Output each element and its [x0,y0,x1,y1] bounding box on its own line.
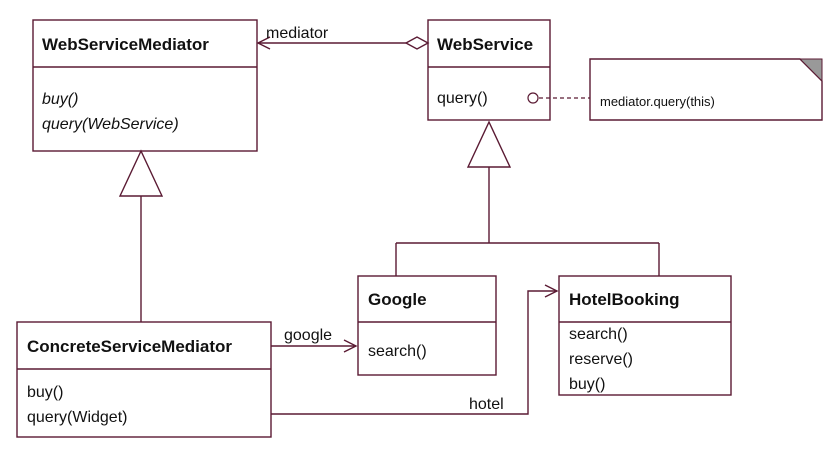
note-anchor-circle [527,92,539,104]
generalization-triangle [118,149,164,197]
arrow-head [343,339,358,353]
class-name: WebServiceMediator [42,35,209,54]
role-label: mediator [266,25,329,42]
generalization-triangle [466,120,512,168]
class-name: ConcreteServiceMediator [27,337,232,356]
method-search: search() [569,326,628,343]
class-concrete-service-mediator: ConcreteServiceMediator buy() query(Widg… [16,321,272,438]
class-name: HotelBooking [569,290,680,309]
role-label: google [284,327,332,344]
class-web-service: WebService query() [427,19,551,121]
arrow-head [544,284,559,298]
class-google: Google search() [357,275,497,376]
method-search: search() [368,343,427,360]
class-web-service-mediator: WebServiceMediator buy() query(WebServic… [32,19,258,152]
method-buy: buy() [27,384,63,401]
class-name: Google [368,290,427,309]
class-name: WebService [437,35,533,54]
class-hotel-booking: HotelBooking search() reserve() buy() [558,275,732,396]
generalization-mediator [118,149,164,322]
method-query: query(Widget) [27,409,127,426]
generalization-web-service [395,120,660,276]
role-label: hotel [469,396,504,413]
method-query: query() [437,90,488,107]
association-google: google [271,327,358,353]
arrow-head [256,36,271,50]
note-text: mediator.query(this) [600,94,715,109]
aggregation-diamond [404,36,430,50]
method-buy: buy() [569,376,605,393]
method-query: query(WebService) [42,116,179,133]
method-buy: buy() [42,91,78,108]
method-reserve: reserve() [569,351,633,368]
association-hotel: hotel [271,284,559,415]
note: mediator.query(this) [589,58,823,121]
note-fold-corner [798,58,823,83]
association-mediator: mediator [256,25,430,50]
